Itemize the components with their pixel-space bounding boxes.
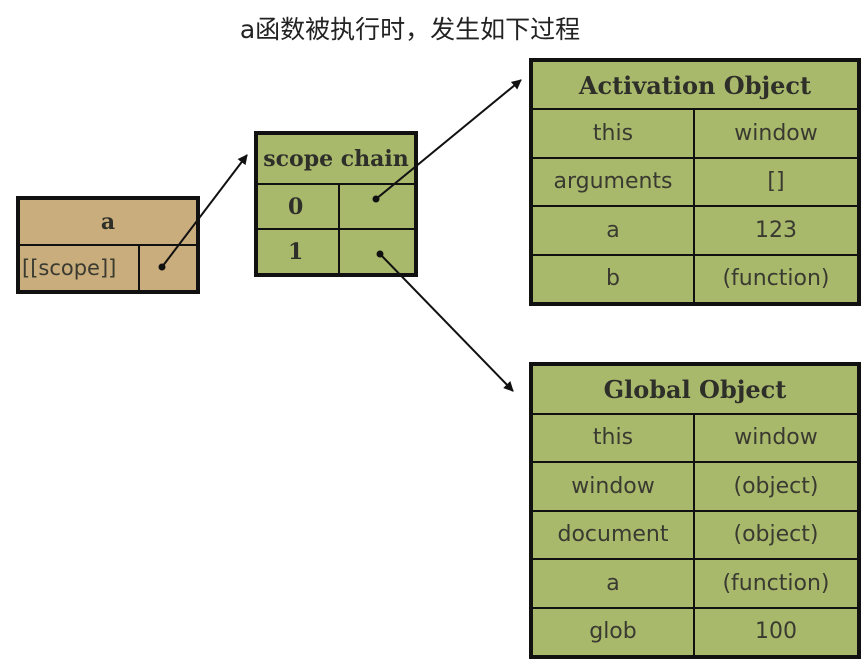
ao-value: window bbox=[694, 109, 858, 158]
scope-chain-title: scope chain bbox=[257, 134, 415, 184]
scope-chain-pointer-0 bbox=[339, 184, 415, 229]
global-object-title: Global Object bbox=[532, 365, 858, 414]
go-value: (object) bbox=[694, 510, 858, 559]
ao-value: (function) bbox=[694, 254, 858, 303]
scope-chain-pointer-1 bbox=[339, 229, 415, 274]
scope-chain-index-1: 1 bbox=[257, 229, 339, 274]
activation-object-table: Activation Object this window arguments … bbox=[529, 58, 861, 306]
ao-key: this bbox=[532, 109, 694, 158]
function-a-title: a bbox=[19, 199, 197, 245]
scope-chain-index-0: 0 bbox=[257, 184, 339, 229]
go-key: document bbox=[532, 510, 694, 559]
scope-pointer-cell bbox=[139, 245, 197, 291]
go-value: 100 bbox=[694, 607, 858, 656]
ao-key: arguments bbox=[532, 157, 694, 207]
go-value: (object) bbox=[694, 462, 858, 511]
global-object-table: Global Object this window window (object… bbox=[529, 362, 861, 659]
diagram-caption: a函数被执行时，发生如下过程 bbox=[239, 15, 581, 44]
go-key: a bbox=[532, 559, 694, 608]
go-value: (function) bbox=[694, 559, 858, 608]
go-value: window bbox=[694, 413, 858, 462]
function-a-box: a [[scope]] bbox=[16, 196, 200, 294]
ao-key: b bbox=[532, 254, 694, 303]
go-key: this bbox=[532, 413, 694, 462]
go-key: glob bbox=[532, 607, 694, 656]
scope-property-label: [[scope]] bbox=[19, 245, 139, 291]
ao-value: [] bbox=[694, 157, 858, 207]
ao-value: 123 bbox=[694, 206, 858, 255]
ao-key: a bbox=[532, 206, 694, 255]
go-key: window bbox=[532, 462, 694, 511]
activation-object-title: Activation Object bbox=[532, 61, 858, 110]
scope-chain-box: scope chain 0 1 bbox=[254, 131, 418, 277]
